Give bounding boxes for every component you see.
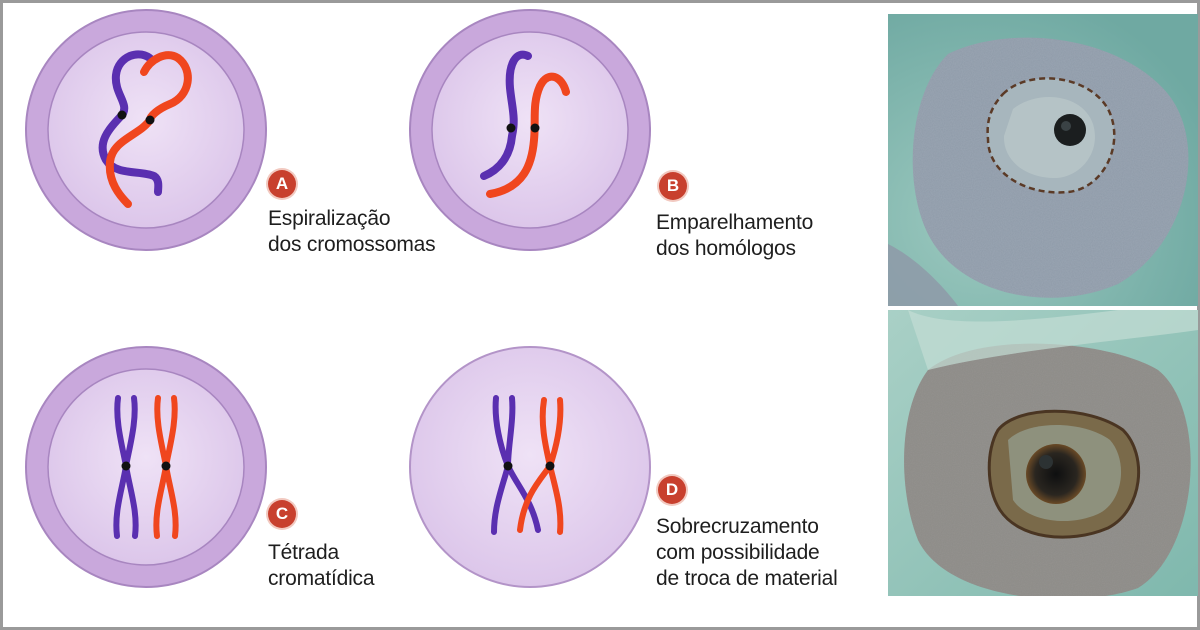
nucleoplasm-a: [47, 31, 245, 229]
cell-stage-d: [409, 346, 651, 588]
stage-a-badge: A: [268, 170, 296, 198]
chromosome-maternal-b: [480, 50, 532, 180]
micrograph-bottom: [888, 310, 1198, 596]
stage-c-caption-line-1: Tétrada: [268, 541, 339, 564]
centromere-b2: [530, 123, 540, 133]
stage-a-caption-line-2: dos cromossomas: [268, 233, 436, 256]
stage-b-caption: Emparelhamento dos homólogos: [656, 210, 813, 262]
stage-b-badge: B: [659, 172, 687, 200]
cell-stage-a: [25, 9, 267, 251]
stage-c-caption-line-2: cromatídica: [268, 567, 375, 590]
stage-a-caption: Espiralização dos cromossomas: [268, 206, 436, 258]
stage-c-caption: Tétrada cromatídica: [268, 540, 375, 592]
cell-stage-b: [409, 9, 651, 251]
centromere-d1: [503, 461, 513, 471]
centromere-a1: [117, 110, 127, 120]
cell-stage-c: [25, 346, 267, 588]
nucleoplasm-d: [409, 346, 651, 588]
centromere-a2: [145, 115, 155, 125]
chromosome-maternal-a: [98, 50, 163, 196]
nucleoplasm-c: [47, 368, 245, 566]
stage-b-caption-line-2: dos homólogos: [656, 237, 796, 260]
centromere-b1: [506, 123, 516, 133]
stage-b-caption-line-1: Emparelhamento: [656, 211, 814, 234]
chromosome-paternal-a: [105, 51, 192, 208]
stage-d-caption-line-1: Sobrecruzamento: [656, 515, 819, 538]
stage-d-caption-line-2: com possibilidade: [656, 541, 820, 564]
stage-a-caption-line-1: Espiralização: [268, 207, 391, 230]
nucleoplasm-b: [431, 31, 629, 229]
centromere-d2: [545, 461, 555, 471]
centromere-c2: [161, 461, 171, 471]
chromosome-paternal-b: [486, 72, 570, 198]
centromere-c1: [121, 461, 131, 471]
stage-d-caption: Sobrecruzamento com possibilidade de tro…: [656, 514, 838, 592]
stage-d-badge: D: [658, 476, 686, 504]
micrograph-top: [888, 14, 1198, 306]
stage-d-caption-line-3: de troca de material: [656, 567, 838, 590]
stage-c-badge: C: [268, 500, 296, 528]
meiosis-diagram: [25, 9, 651, 588]
